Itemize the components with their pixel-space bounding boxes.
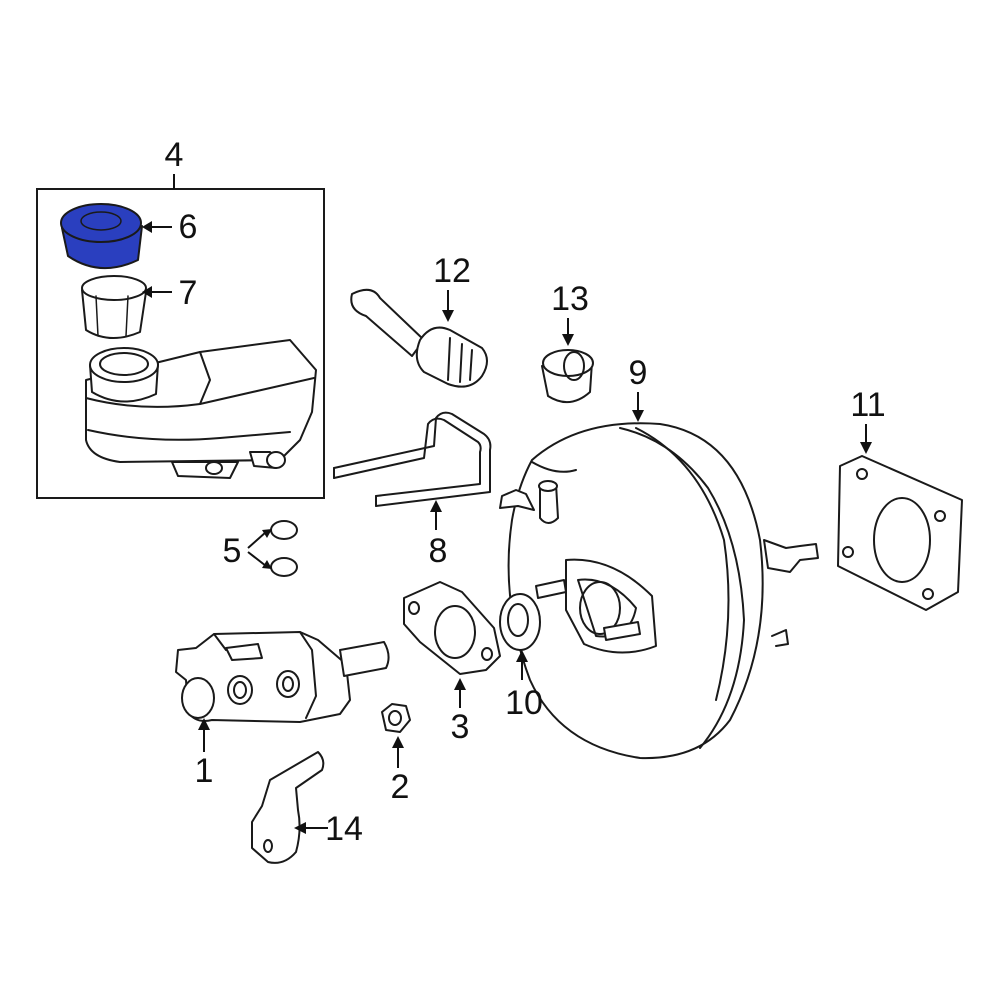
reservoir-tank [85,339,317,479]
callout-3: 3 [451,708,470,746]
strainer-part-7[interactable] [81,275,147,339]
vacuum-pipe-part-8[interactable] [333,411,492,507]
callout-13: 13 [551,280,589,318]
callout-12: 12 [433,252,471,290]
callout-2: 2 [391,768,410,806]
grommet-part-13[interactable] [541,349,594,403]
bracket-part-14[interactable] [251,751,325,864]
seal-part-10[interactable] [499,593,541,651]
callout-4: 4 [165,136,184,174]
master-cylinder-part-1[interactable] [175,631,390,723]
callout-1: 1 [195,752,214,790]
brake-booster-part-9[interactable] [499,422,819,760]
callout-14: 14 [325,810,363,848]
callout-10: 10 [505,684,543,722]
nut-part-2[interactable] [381,703,411,733]
reservoir-cap-part-6[interactable] [60,203,143,270]
gasket-plate-part-11[interactable] [837,455,963,611]
check-valve-part-12[interactable] [350,288,488,388]
callout-6: 6 [179,208,198,246]
callout-7: 7 [179,274,198,312]
cap-top-inner [80,211,122,231]
gasket-part-3[interactable] [403,581,501,675]
reservoir-group-box [36,188,325,499]
callout-5: 5 [223,532,242,570]
callout-8: 8 [429,532,448,570]
callout-11: 11 [850,386,885,424]
grommets-part-5[interactable] [270,520,298,577]
callout-9: 9 [629,354,648,392]
cap-top [60,203,142,243]
